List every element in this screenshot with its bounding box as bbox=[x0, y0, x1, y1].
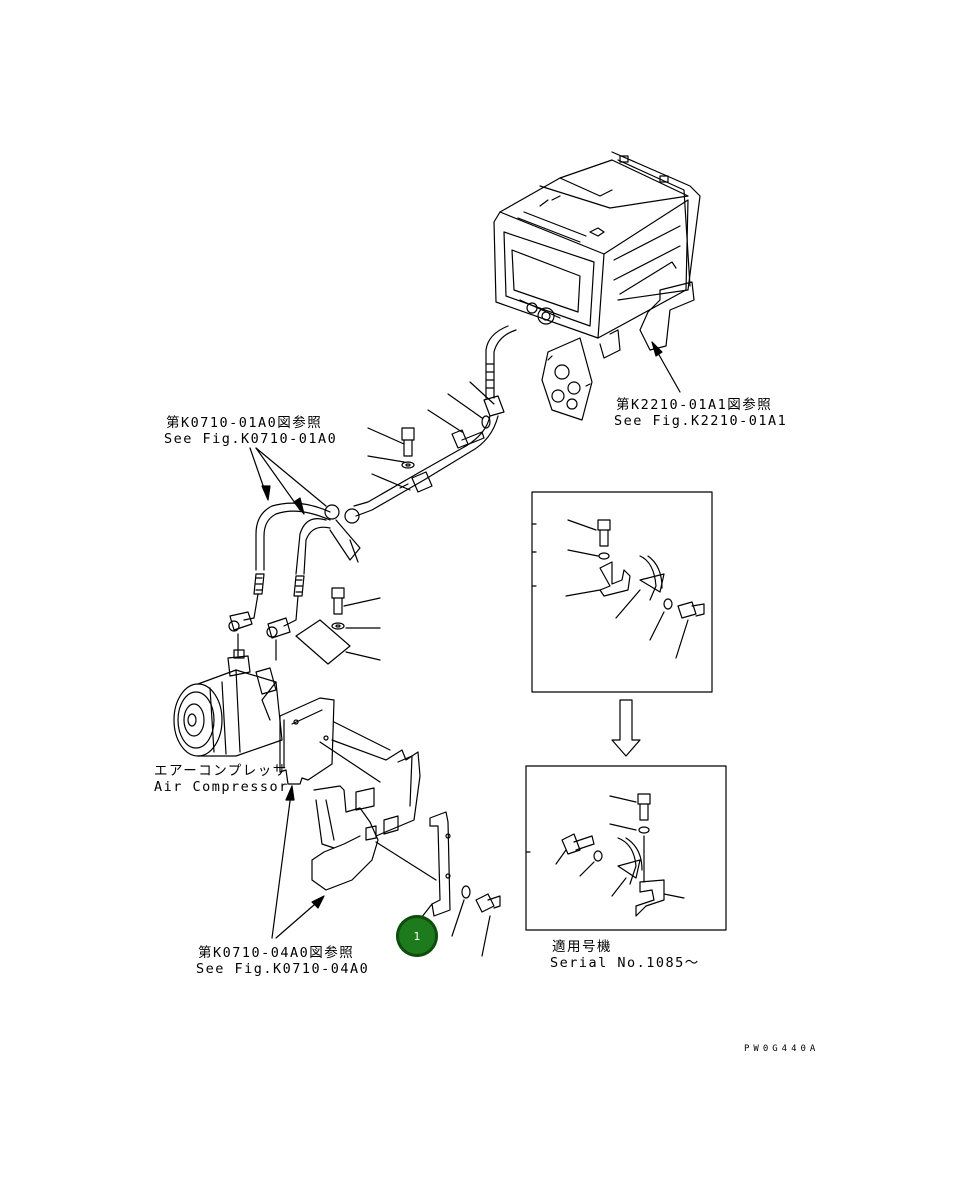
air-conditioner-unit bbox=[493, 151, 701, 421]
reference-arrows-upper bbox=[249, 447, 327, 515]
change-arrow bbox=[611, 699, 641, 757]
ref-label-k0710-04a0-en: See Fig.K0710-04A0 bbox=[196, 961, 370, 977]
refrigerant-hose bbox=[324, 325, 517, 561]
inset-before bbox=[531, 491, 713, 693]
ref-label-k0710-04a0-jp: 第K0710-04A0図参照 bbox=[198, 945, 355, 961]
reference-arrows-lower bbox=[271, 785, 325, 939]
inset-after bbox=[525, 765, 727, 931]
ref-label-k2210-01a1-jp: 第K2210-01A1図参照 bbox=[616, 397, 773, 413]
compressor-label-en: Air Compressor bbox=[154, 779, 289, 795]
drawing-code: PW0G440A bbox=[744, 1044, 820, 1054]
ref-label-k2210-01a1-en: See Fig.K2210-01A1 bbox=[614, 413, 788, 429]
compressor-brackets bbox=[279, 697, 501, 957]
bracket-leader bbox=[319, 741, 381, 783]
compressor-label-jp: エアーコンプレッサ bbox=[154, 763, 288, 779]
callout-number: 1 bbox=[413, 929, 421, 943]
serial-label-en: Serial No.1085～ bbox=[550, 955, 700, 971]
part-leader-lines bbox=[349, 381, 495, 563]
ref-label-k0710-01a0-jp: 第K0710-01A0図参照 bbox=[166, 415, 323, 431]
bolt-pair-upper bbox=[401, 415, 491, 469]
ref-label-k0710-01a0-en: See Fig.K0710-01A0 bbox=[164, 431, 338, 447]
part-callout-1[interactable]: 1 bbox=[396, 915, 438, 957]
air-compressor bbox=[173, 649, 283, 757]
mounting-plate-upper bbox=[295, 587, 381, 665]
serial-label-jp: 適用号機 bbox=[552, 939, 612, 955]
compressor-hoses bbox=[228, 502, 331, 661]
